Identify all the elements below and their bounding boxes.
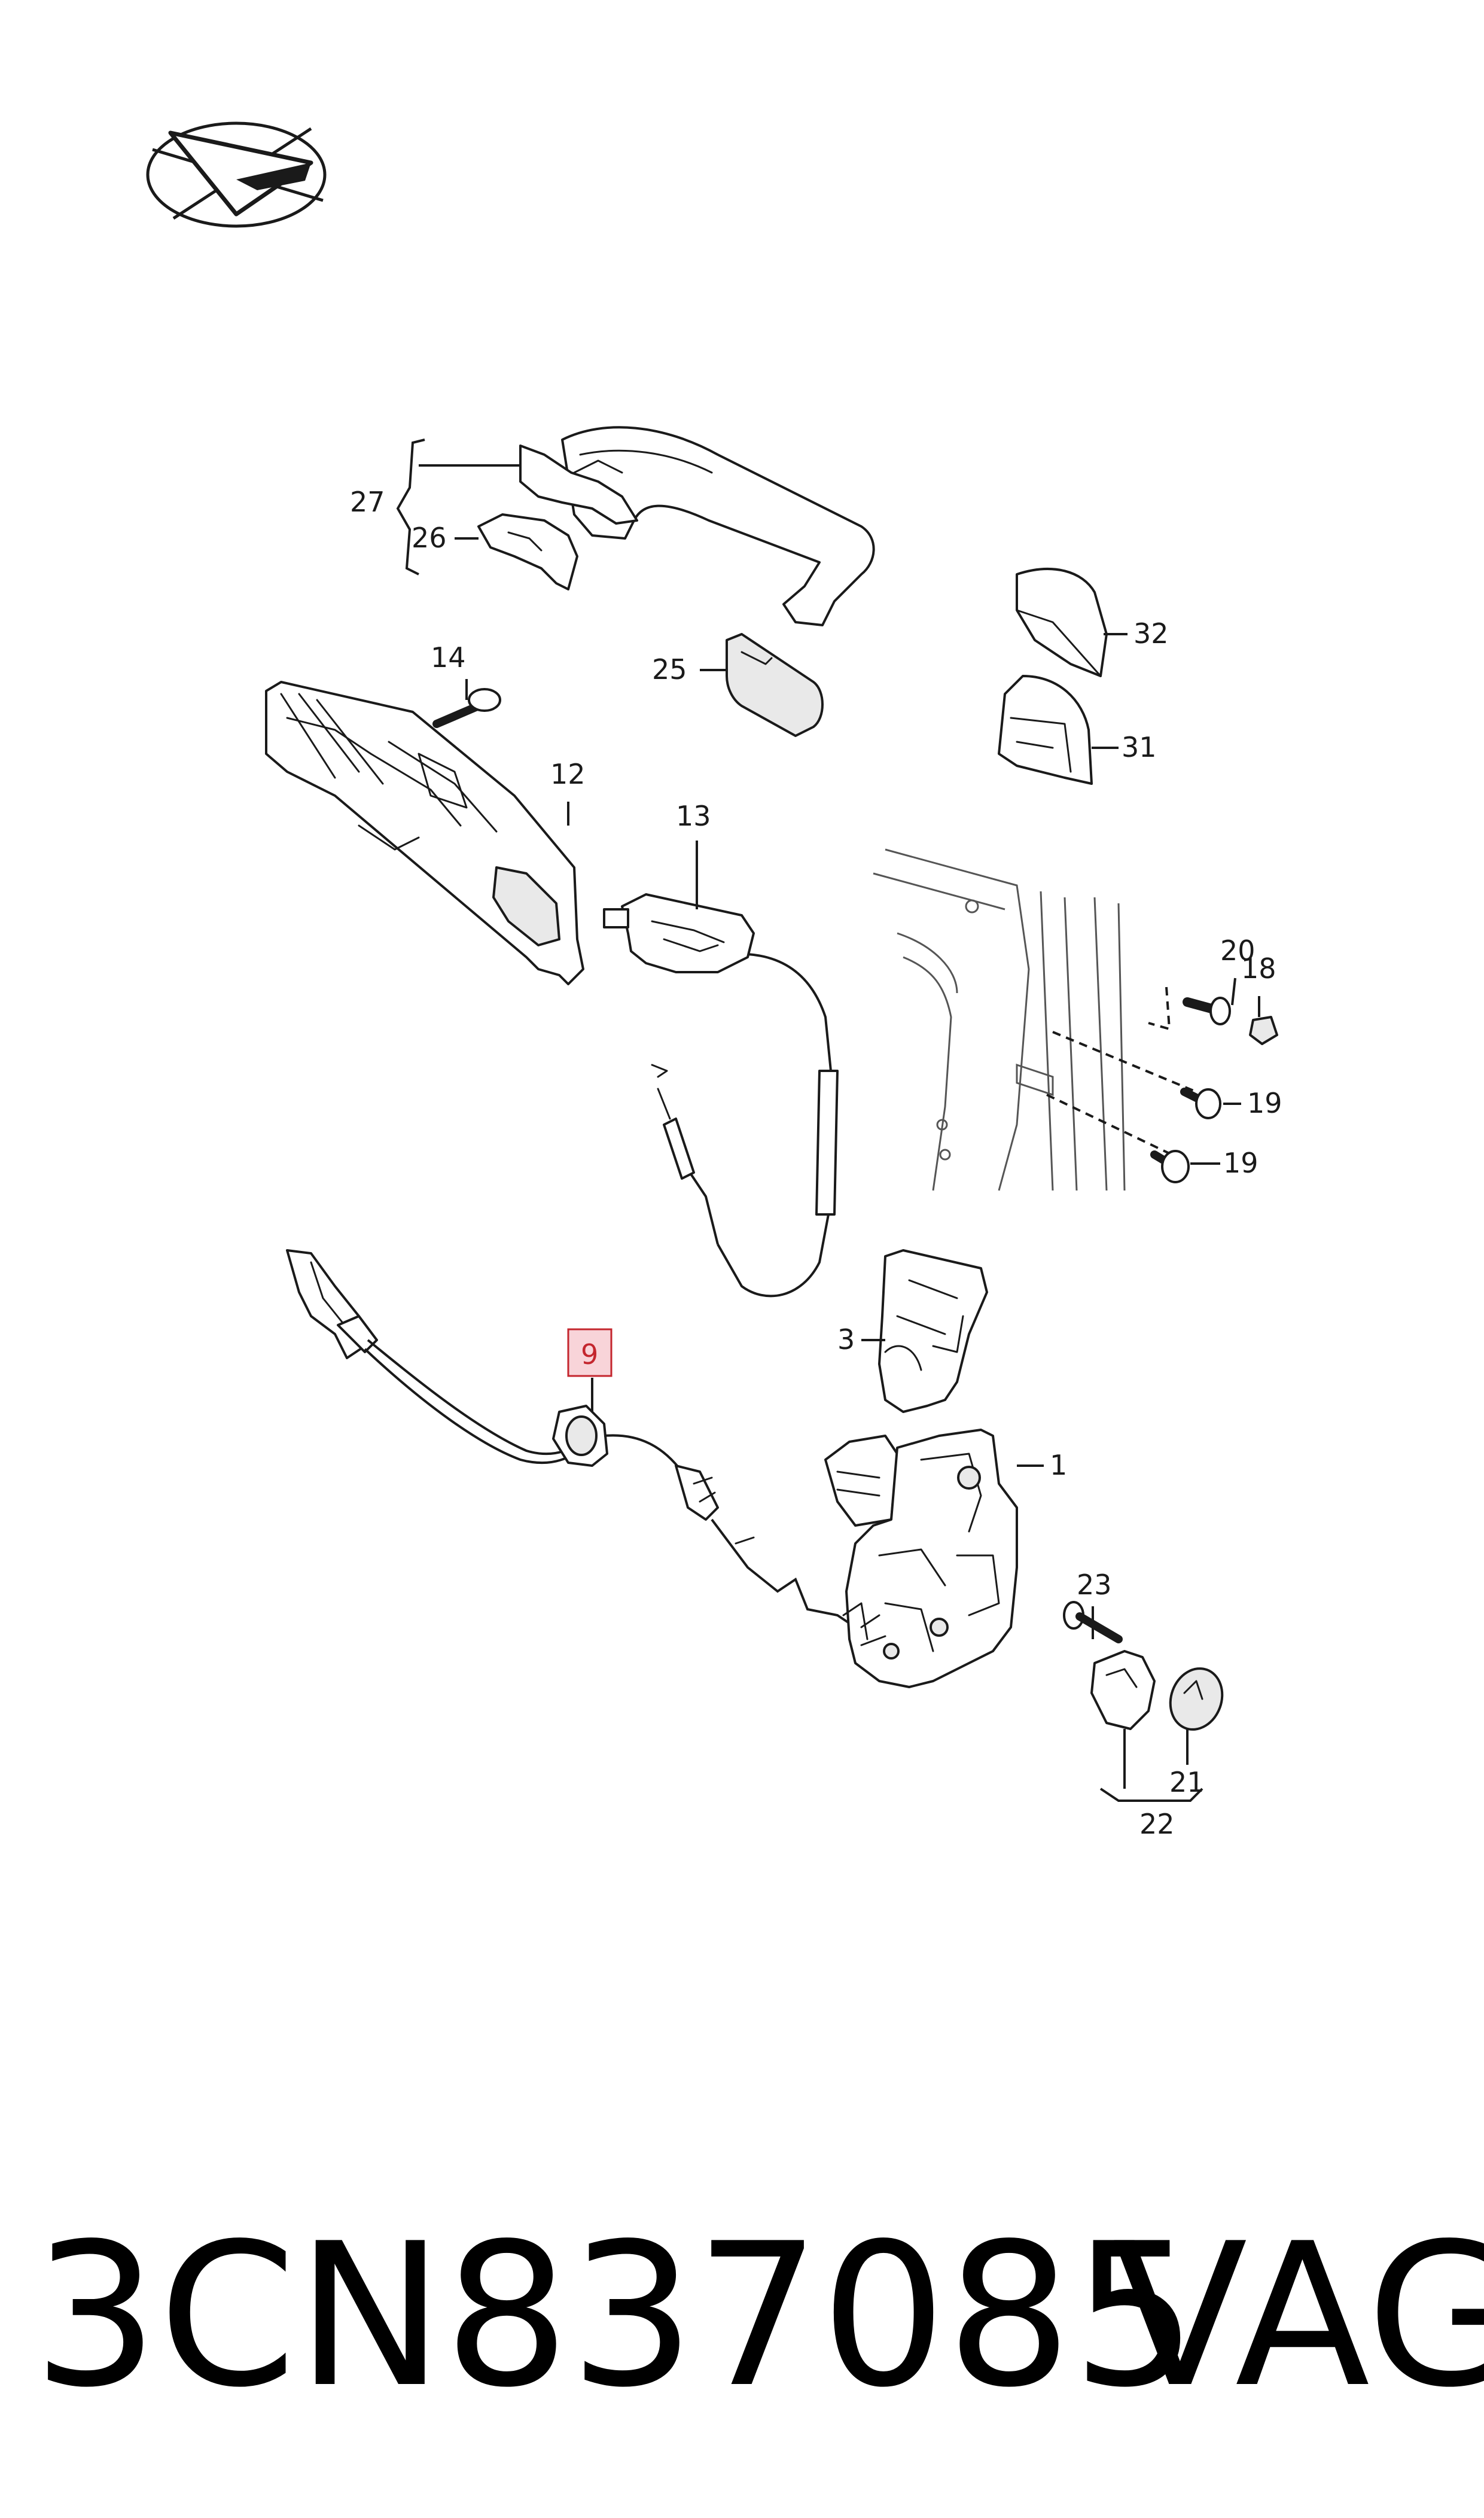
part-12-handle-carrier bbox=[265, 681, 584, 985]
part-19-screw-upper bbox=[1180, 1088, 1221, 1119]
part-27-exterior-handle bbox=[519, 426, 875, 626]
callout-leaders bbox=[396, 439, 1260, 1802]
part-3-lock-cover bbox=[878, 1249, 988, 1413]
callout-3: 3 bbox=[837, 1323, 855, 1356]
callout-31: 31 bbox=[1122, 731, 1157, 763]
part-number-caption: 3CN837085 bbox=[33, 2201, 1197, 2431]
highlight-box-part-9 bbox=[567, 1328, 613, 1377]
part-14-screw bbox=[432, 688, 501, 728]
callout-14: 14 bbox=[431, 641, 466, 674]
callout-1: 1 bbox=[1050, 1449, 1067, 1481]
brand-caption: VAG bbox=[1113, 2201, 1484, 2431]
callout-20: 20 bbox=[1220, 934, 1256, 967]
callout-12: 12 bbox=[550, 758, 586, 790]
callout-27: 27 bbox=[350, 486, 385, 518]
part-32-cover bbox=[1016, 568, 1108, 677]
part-20-bolt bbox=[1183, 997, 1231, 1025]
part-1-door-lock bbox=[824, 1429, 1018, 1688]
part-18-nut bbox=[1249, 1016, 1278, 1045]
callout-9: 9 bbox=[581, 1338, 598, 1371]
part-31-cover bbox=[998, 675, 1093, 785]
callout-26: 26 bbox=[412, 522, 447, 554]
brand-emblem-icon bbox=[146, 121, 327, 228]
part-13-bowden-cable bbox=[603, 893, 839, 1298]
callout-19-lower: 19 bbox=[1223, 1147, 1258, 1179]
callout-21: 21 bbox=[1169, 1766, 1205, 1798]
part-25-seal bbox=[726, 633, 824, 737]
part-23-screw bbox=[1063, 1601, 1123, 1643]
part-26-handle-cap bbox=[477, 513, 578, 590]
callout-22: 22 bbox=[1139, 1808, 1175, 1840]
part-19-screw-lower bbox=[1150, 1150, 1190, 1183]
callout-32: 32 bbox=[1133, 617, 1169, 650]
part-9-release-cable bbox=[286, 1249, 857, 1628]
callout-19-upper: 19 bbox=[1247, 1087, 1282, 1119]
callout-23: 23 bbox=[1077, 1569, 1112, 1601]
callout-25: 25 bbox=[652, 653, 687, 686]
callout-18: 18 bbox=[1241, 952, 1276, 985]
part-22-cap-set bbox=[1090, 1650, 1224, 1731]
door-body-section bbox=[873, 848, 1197, 1191]
callout-13: 13 bbox=[676, 800, 711, 832]
